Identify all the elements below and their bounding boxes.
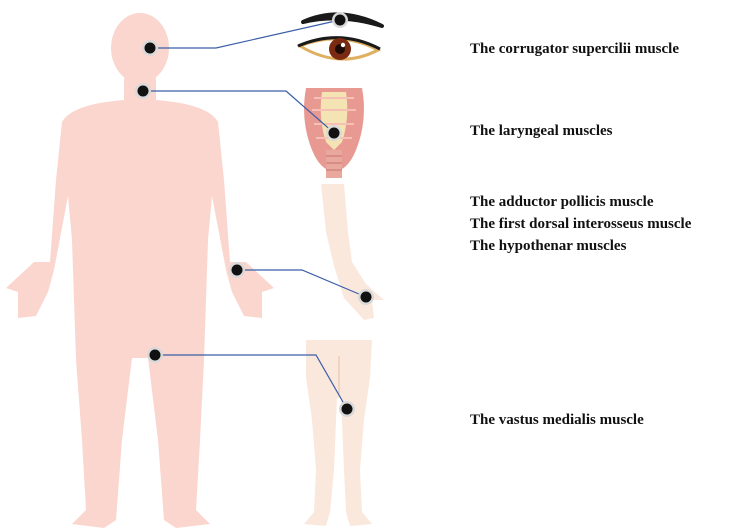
marker-eyebrow (332, 12, 348, 28)
marker-wrist (229, 262, 245, 278)
label-vastus-medialis: The vastus medialis muscle (470, 409, 644, 431)
marker-neck (135, 83, 151, 99)
label-corrugator-supercilii: The corrugator supercilii muscle (470, 38, 679, 60)
legs-illustration (304, 340, 372, 526)
marker-forehead (142, 40, 158, 56)
marker-hand (358, 289, 374, 305)
label-first-dorsal-interosseus: The first dorsal interosseus muscle (470, 213, 691, 235)
label-hypothenar-muscles: The hypothenar muscles (470, 235, 626, 257)
marker-thigh (147, 347, 163, 363)
label-laryngeal-muscles: The laryngeal muscles (470, 120, 613, 142)
label-adductor-pollicis: The adductor pollicis muscle (470, 191, 654, 213)
marker-knee (339, 401, 355, 417)
marker-larynx (326, 125, 342, 141)
arm-illustration (321, 184, 384, 320)
